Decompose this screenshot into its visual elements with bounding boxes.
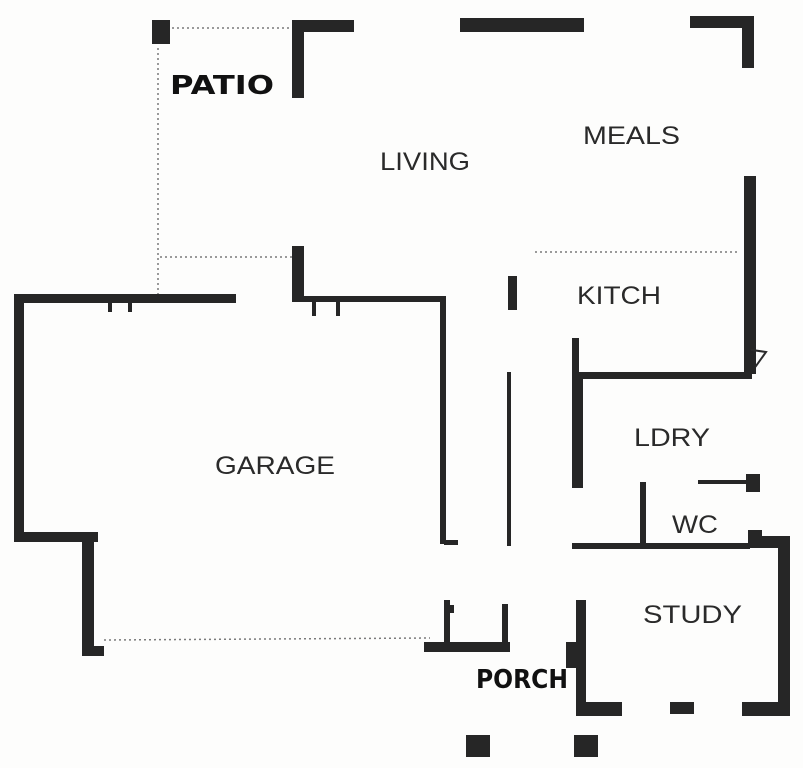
garage-label: GARAGE xyxy=(215,452,335,480)
study-label: STUDY xyxy=(643,601,742,629)
study-walls xyxy=(566,530,790,716)
living-wall-top-left xyxy=(292,20,354,32)
living-wall-left-upper xyxy=(292,20,304,98)
porch-wall-right xyxy=(502,604,508,650)
kitchen-wall-right xyxy=(744,176,756,374)
laundry-wall-stub xyxy=(746,474,760,492)
garage-window-mark-2-left xyxy=(312,300,316,316)
porch-label: PORCH xyxy=(476,665,568,695)
laundry-wall-left xyxy=(572,372,583,488)
kitchen-wall-bottom xyxy=(578,372,752,379)
meals-label: MEALS xyxy=(583,122,680,150)
patio-outline xyxy=(152,20,292,295)
laundry-bench xyxy=(698,480,746,484)
wc-wall-left xyxy=(640,482,646,546)
study-wall-right xyxy=(778,536,790,716)
porch-wall-left xyxy=(444,600,450,648)
garage-window-mark-right xyxy=(128,300,132,312)
hallway-walls xyxy=(507,372,511,546)
garage-wall-left xyxy=(14,294,24,540)
study-wall-bottom-right xyxy=(742,702,790,716)
kitch-label: KITCH xyxy=(577,282,661,310)
garage-window-mark-left xyxy=(108,300,112,312)
living-walls xyxy=(292,16,754,302)
garage-wall-right-cap xyxy=(444,540,458,545)
porch-wall-notch xyxy=(448,605,454,613)
wc-wall-bottom xyxy=(572,543,750,549)
meals-wall-top-right xyxy=(690,16,754,28)
living-wall-left-lower xyxy=(292,246,304,302)
porch-walls xyxy=(424,600,598,757)
ldry-label: LDRY xyxy=(634,424,710,452)
laundry-wc-walls xyxy=(572,372,760,549)
porch-threshold xyxy=(424,642,510,652)
garage-walls xyxy=(14,294,458,656)
patio-label: PATIO xyxy=(170,71,274,101)
porch-post-left xyxy=(466,735,490,757)
meals-wall-right-upper xyxy=(742,16,754,68)
kitchen-island-stub xyxy=(508,276,517,310)
kitchen-wall-left xyxy=(572,338,579,372)
garage-wall-jog xyxy=(14,532,98,542)
study-window-block xyxy=(670,702,694,714)
garage-wall-top xyxy=(14,294,236,303)
study-pier xyxy=(566,642,584,668)
door-swing xyxy=(750,348,768,368)
garage-wall-left-lower xyxy=(82,532,94,654)
garage-door-jamb-left xyxy=(82,646,104,656)
study-wall-bottom-left xyxy=(576,702,622,716)
hallway-wall xyxy=(507,372,511,546)
living-label: LIVING xyxy=(380,148,470,176)
porch-post-right xyxy=(574,735,598,757)
living-wall-top-middle xyxy=(460,18,584,32)
kitchen-walls xyxy=(508,176,768,379)
garage-door-opening xyxy=(103,637,431,641)
garage-window-mark-2-right xyxy=(336,300,340,316)
wc-label: WC xyxy=(672,511,718,539)
garage-wall-right xyxy=(440,296,446,544)
patio-post xyxy=(152,20,170,44)
garage-wall-top-right xyxy=(300,296,446,302)
